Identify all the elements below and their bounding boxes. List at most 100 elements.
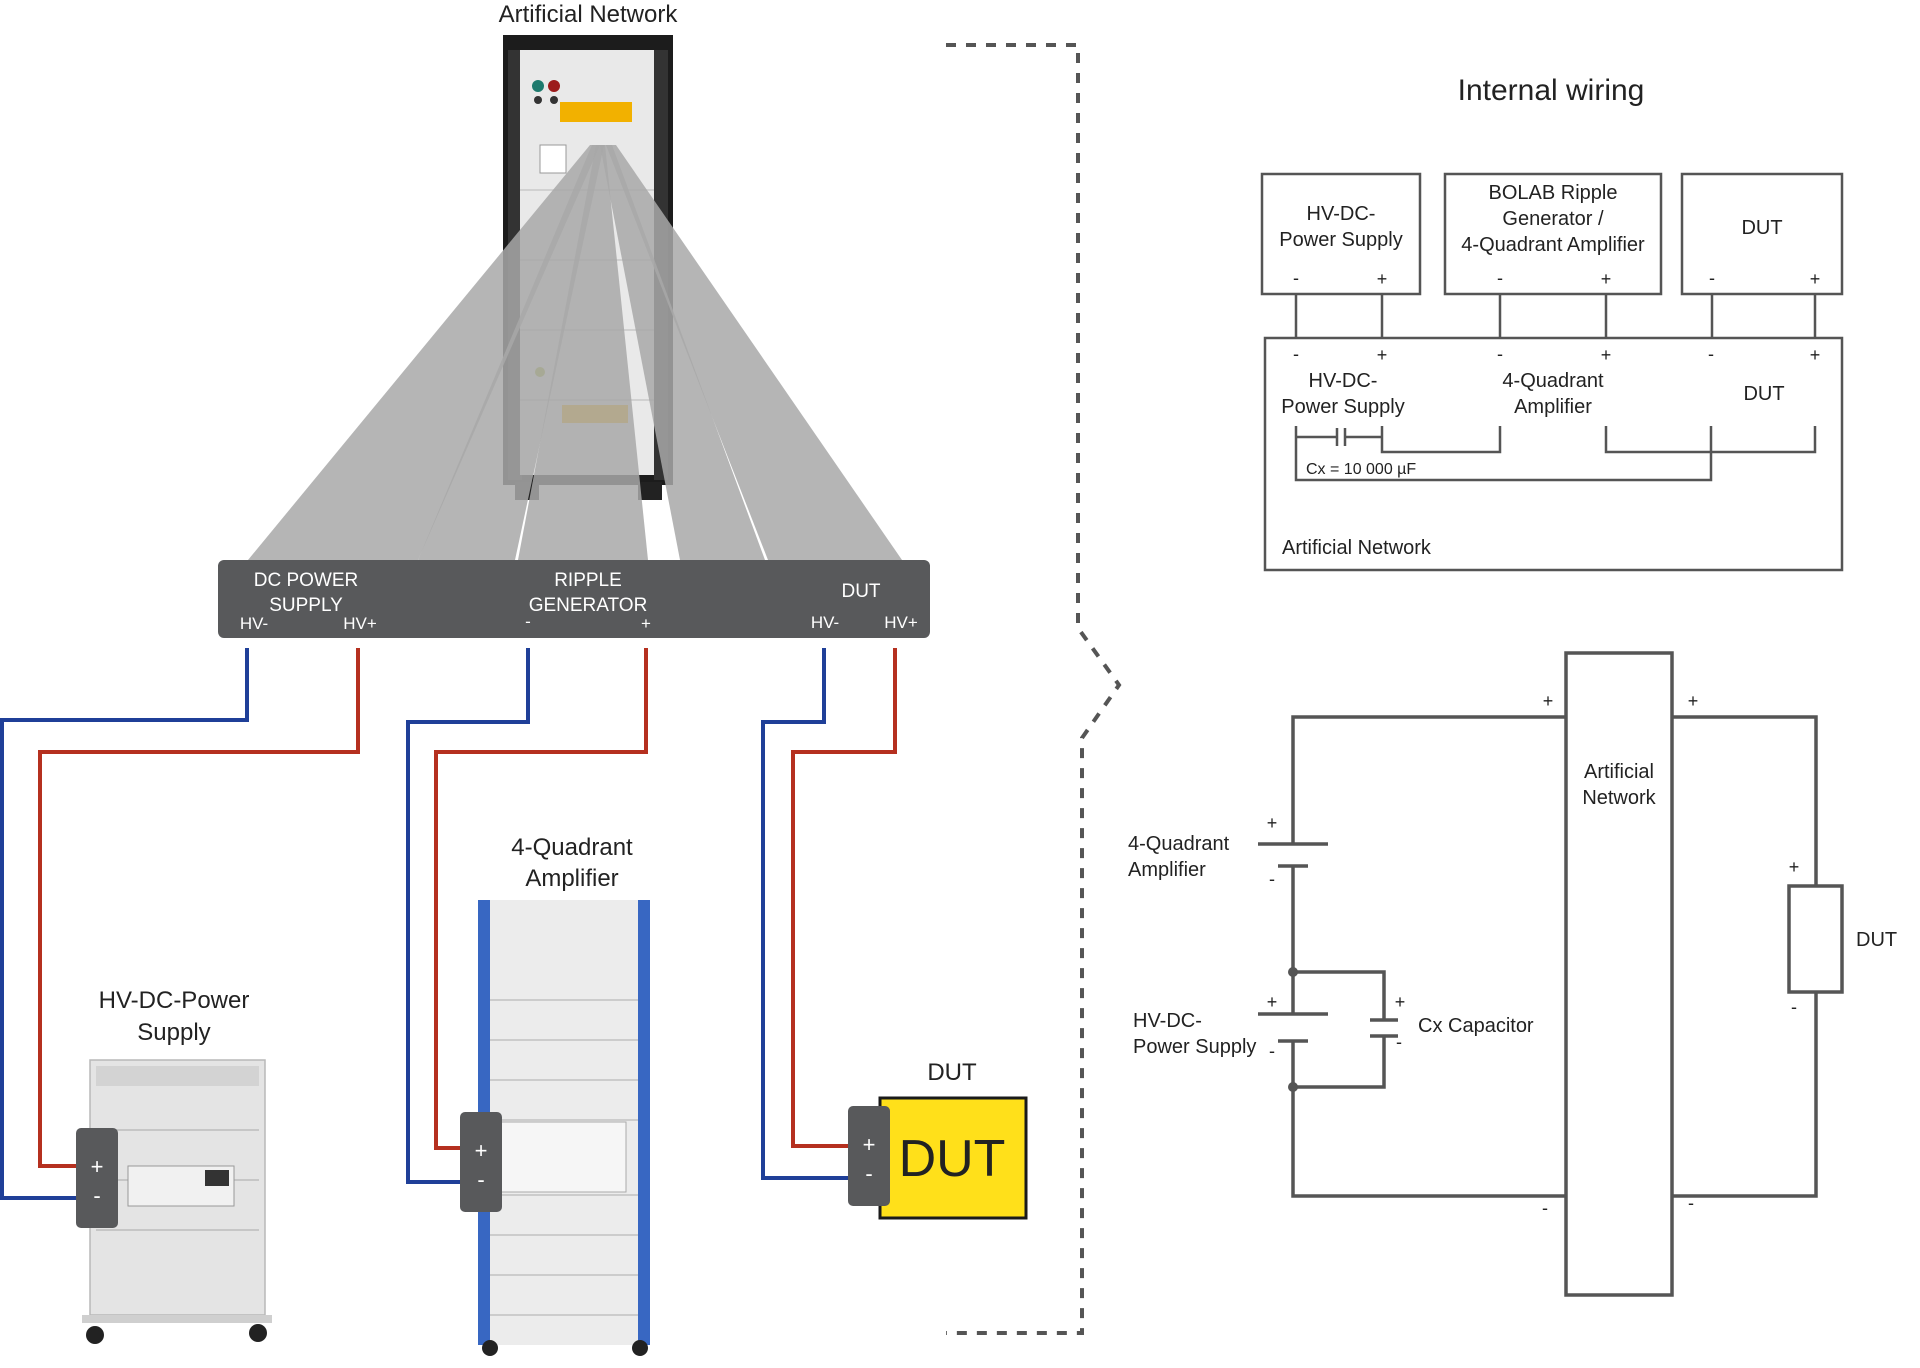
box3-plus: + bbox=[1810, 269, 1821, 289]
schematic-hv-line1: HV-DC- bbox=[1133, 1010, 1202, 1032]
hv-dc-title-line1: HV-DC-Power bbox=[99, 987, 250, 1014]
schematic-network-line2: Network bbox=[1582, 787, 1656, 809]
amplifier-title-line1: 4-Quadrant bbox=[511, 834, 633, 861]
amplifier-plus-sign: + bbox=[475, 1138, 488, 1163]
net-dut-minus: - bbox=[1708, 344, 1714, 364]
artificial-network-box bbox=[1263, 336, 1844, 572]
schematic-bottom-right-minus: - bbox=[1688, 1193, 1694, 1213]
schematic-amp-minus: - bbox=[1269, 869, 1275, 889]
schematic-hv-plus: + bbox=[1267, 992, 1278, 1012]
net-hv-minus: - bbox=[1293, 344, 1299, 364]
dut-negative-cable bbox=[761, 648, 852, 1180]
box2-line2: Generator / bbox=[1502, 208, 1604, 230]
box2-plus: + bbox=[1601, 269, 1612, 289]
schematic-hv-line2: Power Supply bbox=[1133, 1036, 1256, 1058]
schematic-cx-label: Cx Capacitor bbox=[1418, 1015, 1534, 1037]
ripple-label-line1: RIPPLE bbox=[554, 570, 622, 591]
box2-line1: BOLAB Ripple bbox=[1489, 182, 1618, 204]
dut-hv-minus-label: HV- bbox=[811, 613, 839, 632]
schematic-dut-resistor bbox=[1787, 884, 1844, 994]
schematic-hv-minus: - bbox=[1269, 1041, 1275, 1061]
dut-box-text: DUT bbox=[899, 1130, 1006, 1188]
dc-hv-plus-label: HV+ bbox=[343, 614, 377, 633]
dc-power-label-line1: DC POWER bbox=[254, 570, 359, 591]
dut-box bbox=[1680, 172, 1844, 296]
schematic-quad-line1: 4-Quadrant bbox=[1128, 833, 1230, 855]
box1-plus: + bbox=[1377, 269, 1388, 289]
connection-beams bbox=[248, 145, 902, 560]
hv-dc-title-line2: Supply bbox=[137, 1019, 210, 1046]
dut-title: DUT bbox=[927, 1059, 977, 1086]
connection-panel: DC POWER SUPPLY HV- HV+ RIPPLE GENERATOR… bbox=[218, 560, 930, 638]
ripple-minus-label: - bbox=[525, 612, 531, 631]
ripple-generator-box bbox=[1443, 172, 1663, 296]
box1-line1: HV-DC- bbox=[1307, 203, 1376, 225]
four-quadrant-amplifier-cabinet bbox=[478, 900, 650, 1356]
dut-device: DUT + - bbox=[848, 1096, 1028, 1220]
schematic-cx-minus: - bbox=[1396, 1032, 1402, 1052]
net-dut-label: DUT bbox=[1743, 383, 1784, 405]
schematic-network-block bbox=[1564, 651, 1674, 1297]
schematic-dut-minus: - bbox=[1791, 997, 1797, 1017]
schematic-top-left-plus: + bbox=[1543, 691, 1554, 711]
box1-minus: - bbox=[1293, 268, 1299, 288]
amplifier-minus-sign: - bbox=[477, 1167, 484, 1192]
equivalent-schematic: Artificial Network + + - - + - 4-Quadran… bbox=[1128, 651, 1897, 1297]
hv-dc-negative-cable bbox=[0, 648, 249, 1200]
dut-minus-sign: - bbox=[865, 1161, 872, 1186]
schematic-amp-plus: + bbox=[1267, 813, 1278, 833]
schematic-bottom-wire-right bbox=[1672, 992, 1818, 1198]
net-quad-minus: - bbox=[1497, 344, 1503, 364]
hv-dc-plus-sign: + bbox=[91, 1154, 104, 1179]
dut-panel-label: DUT bbox=[841, 581, 880, 602]
amplifier-positive-cable bbox=[434, 648, 648, 1150]
amplifier-terminal-block: + - bbox=[460, 1112, 502, 1212]
dashed-brace bbox=[946, 43, 1122, 1335]
net-hv-plus: + bbox=[1377, 345, 1388, 365]
ripple-label-line2: GENERATOR bbox=[529, 595, 648, 616]
schematic-quad-line2: Amplifier bbox=[1128, 859, 1206, 881]
internal-wiring-diagram: Internal wiring HV-DC- Power Supply BOLA… bbox=[1260, 74, 1844, 572]
dc-hv-minus-label: HV- bbox=[240, 614, 268, 633]
net-hv-line1: HV-DC- bbox=[1309, 370, 1378, 392]
hv-dc-positive-cable bbox=[38, 648, 360, 1168]
schematic-bottom-left-minus: - bbox=[1542, 1198, 1548, 1218]
schematic-dut-plus: + bbox=[1789, 857, 1800, 877]
artificial-network-title: Artificial Network bbox=[499, 1, 679, 28]
dut-positive-cable bbox=[791, 648, 897, 1148]
net-dut-plus: + bbox=[1810, 345, 1821, 365]
box1-line2: Power Supply bbox=[1279, 229, 1402, 251]
hv-dc-terminal-block: + - bbox=[76, 1128, 118, 1228]
physical-setup: Artificial Network DC POWER SUPPLY HV- H… bbox=[0, 1, 1028, 1356]
schematic-top-wire-right bbox=[1672, 715, 1818, 886]
schematic-dut-label: DUT bbox=[1856, 929, 1897, 951]
amplifier-title-line2: Amplifier bbox=[525, 865, 618, 892]
hv-dc-box bbox=[1260, 172, 1422, 296]
schematic-top-wire-left bbox=[1291, 715, 1566, 844]
internal-wiring-title: Internal wiring bbox=[1458, 74, 1645, 107]
net-quad-line2: Amplifier bbox=[1514, 396, 1592, 418]
net-hv-line2: Power Supply bbox=[1281, 396, 1404, 418]
hv-dc-power-supply-cabinet bbox=[82, 1059, 272, 1344]
schematic-bottom-wire-left bbox=[1291, 1041, 1566, 1198]
dc-power-label-line2: SUPPLY bbox=[269, 595, 343, 616]
hv-dc-minus-sign: - bbox=[93, 1183, 100, 1208]
schematic-network-line1: Artificial bbox=[1584, 761, 1654, 783]
box2-line3: 4-Quadrant Amplifier bbox=[1461, 234, 1645, 256]
junction-bottom bbox=[1288, 1082, 1298, 1092]
schematic-cx-plus: + bbox=[1395, 992, 1406, 1012]
box2-minus: - bbox=[1497, 268, 1503, 288]
net-quad-line1: 4-Quadrant bbox=[1502, 370, 1604, 392]
dut-plus-sign: + bbox=[863, 1132, 876, 1157]
amplifier-negative-cable bbox=[406, 648, 530, 1184]
schematic-top-right-plus: + bbox=[1688, 691, 1699, 711]
box3-label: DUT bbox=[1741, 217, 1782, 239]
artificial-network-label: Artificial Network bbox=[1282, 537, 1432, 559]
dut-hv-plus-label: HV+ bbox=[884, 613, 918, 632]
cables bbox=[0, 648, 897, 1200]
junction-top bbox=[1288, 967, 1298, 977]
ripple-plus-label: + bbox=[641, 614, 651, 633]
box3-minus: - bbox=[1709, 268, 1715, 288]
net-quad-plus: + bbox=[1601, 345, 1612, 365]
